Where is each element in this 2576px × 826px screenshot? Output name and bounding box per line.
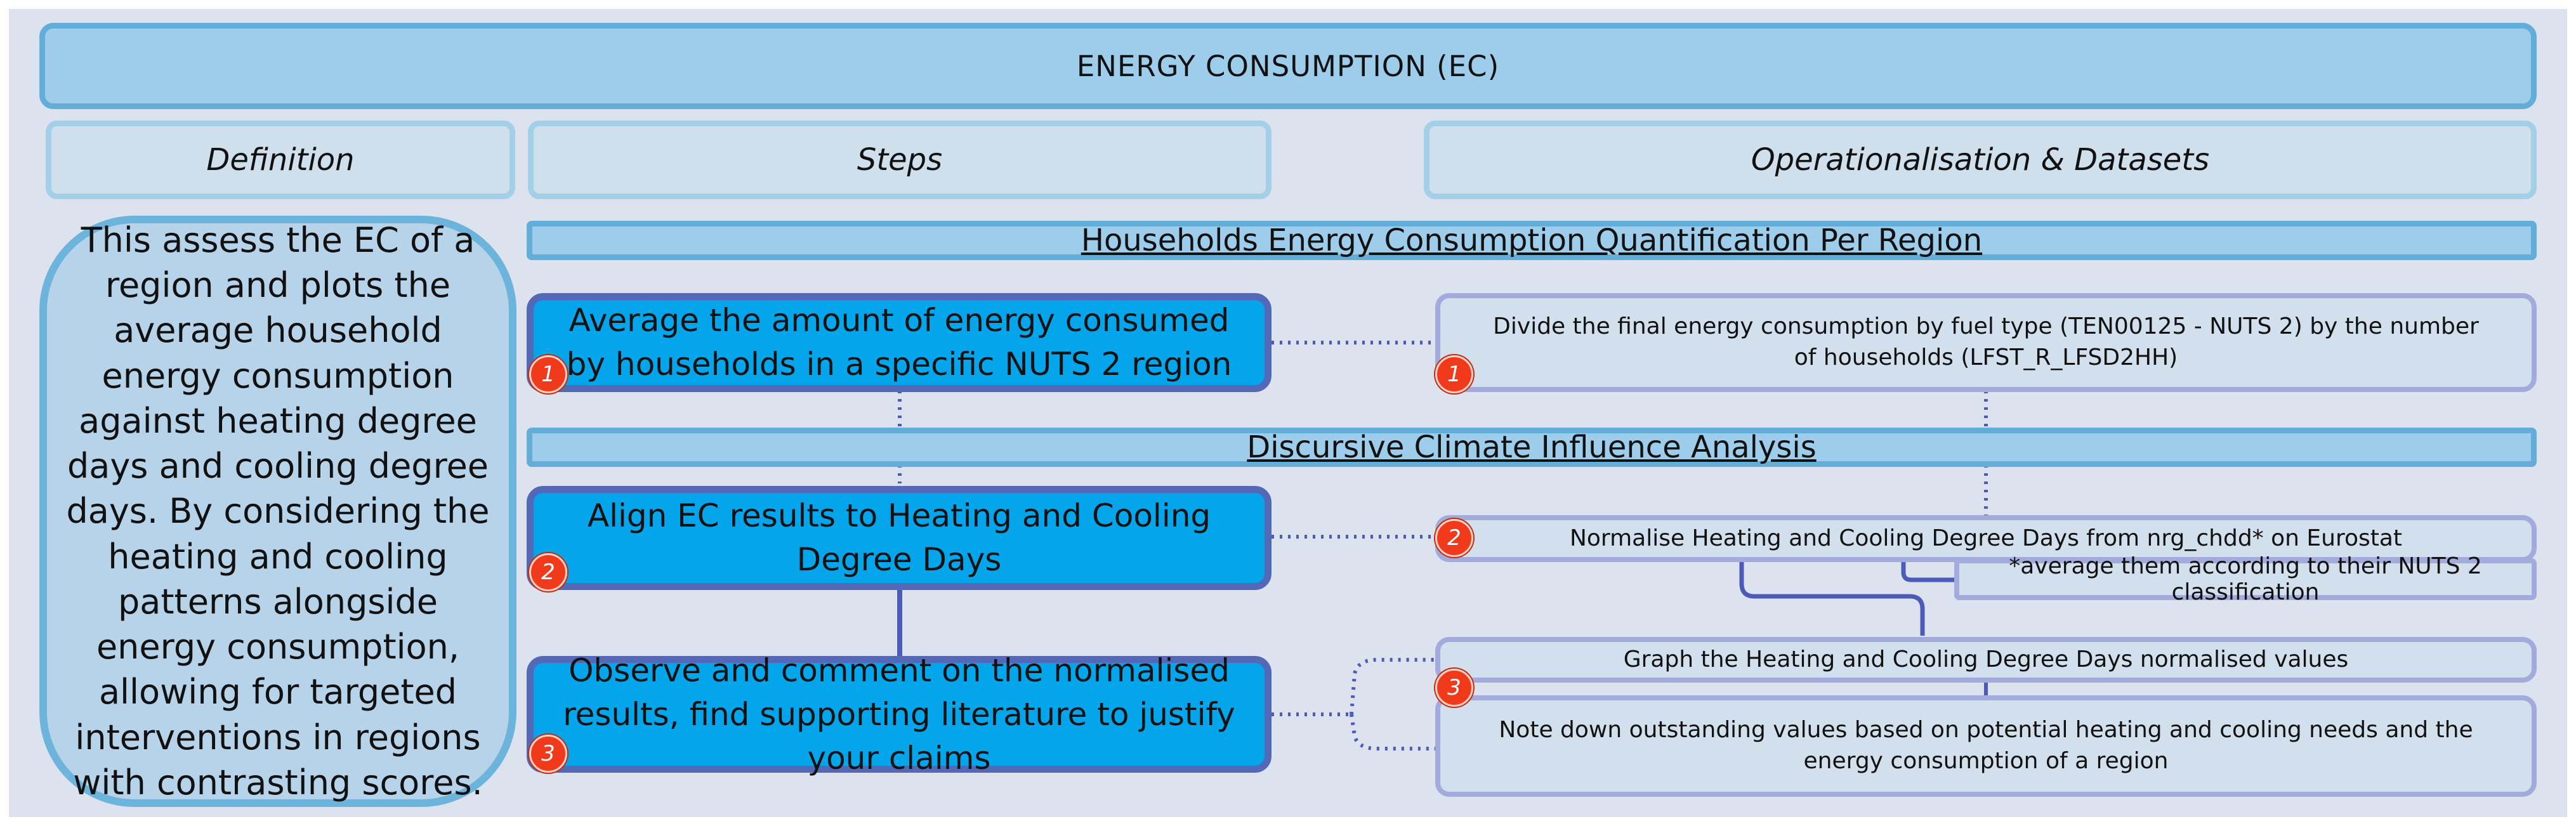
step-3-text: Observe and comment on the normalised re…	[563, 652, 1235, 777]
operation-3b-text: Note down outstanding values based on po…	[1499, 717, 2473, 774]
connector-step3-op3a	[1350, 658, 1435, 715]
diagram-title: ENERGY CONSUMPTION (EC)	[39, 23, 2537, 109]
connector-op2-note	[1901, 562, 1954, 582]
operation-3a-box: Graph the Heating and Cooling Degree Day…	[1435, 637, 2537, 683]
step-2-badge: 2	[529, 553, 567, 591]
connector-op2-op3	[1739, 562, 1925, 636]
operation-3b-box: Note down outstanding values based on po…	[1435, 695, 2537, 797]
header-operationalisation: Operationalisation & Datasets	[1424, 121, 2537, 199]
operation-2-note-text: *average them according to their NUTS 2 …	[2009, 553, 2482, 605]
connector-step3-op3b	[1350, 714, 1435, 751]
operation-3-badge: 3	[1435, 669, 1473, 707]
section-band-household-ec: Households Energy Consumption Quantifica…	[527, 221, 2537, 260]
step-3-badge: 3	[529, 735, 567, 773]
operation-2-text: Normalise Heating and Cooling Degree Day…	[1569, 525, 2403, 551]
operation-1-badge: 1	[1435, 355, 1473, 393]
operation-1-text: Divide the final energy consumption by f…	[1493, 313, 2479, 370]
header-steps: Steps	[528, 121, 1272, 199]
definition-text: This assess the EC of a region and plots…	[66, 220, 490, 803]
header-definition: Definition	[46, 121, 515, 199]
step-1-text: Average the amount of energy consumed by…	[566, 302, 1232, 383]
definition-box: This assess the EC of a region and plots…	[39, 216, 516, 807]
step-2-text: Align EC results to Heating and Cooling …	[587, 497, 1211, 578]
operation-2-badge: 2	[1435, 519, 1473, 557]
operation-1-box: Divide the final energy consumption by f…	[1435, 293, 2537, 392]
operation-3a-text: Graph the Heating and Cooling Degree Day…	[1623, 646, 2349, 672]
step-1-box: Average the amount of energy consumed by…	[527, 293, 1272, 392]
section-band-climate-analysis: Discursive Climate Influence Analysis	[527, 428, 2537, 467]
step-2-box: Align EC results to Heating and Cooling …	[527, 486, 1272, 590]
step-3-box: Observe and comment on the normalised re…	[527, 652, 1272, 777]
step-1-badge: 1	[529, 355, 567, 393]
operation-2-note-box: *average them according to their NUTS 2 …	[1954, 553, 2537, 605]
